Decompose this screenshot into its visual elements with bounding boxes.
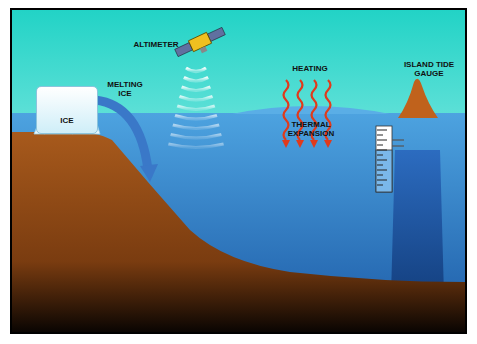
ocean [12, 113, 465, 332]
tide-gauge [376, 126, 404, 192]
land [12, 131, 465, 332]
island [398, 79, 438, 118]
frame [10, 8, 467, 334]
melting-ice-label: MELTING ICE [104, 80, 146, 98]
sky [12, 10, 465, 332]
tide-gauge-label: ISLAND TIDE GAUGE [402, 60, 456, 78]
heating-label: HEATING [282, 64, 338, 73]
satellite [174, 26, 228, 63]
thermal-expansion-label: THERMAL EXPANSION [280, 120, 342, 138]
ice-label: ICE [60, 116, 73, 125]
melting-ice-arrowhead [140, 164, 158, 182]
ice-block: ICE [36, 86, 98, 134]
altimeter-label: ALTIMETER [128, 40, 184, 49]
altimeter-pulses [168, 68, 223, 148]
melting-ice-arrow [95, 100, 148, 170]
